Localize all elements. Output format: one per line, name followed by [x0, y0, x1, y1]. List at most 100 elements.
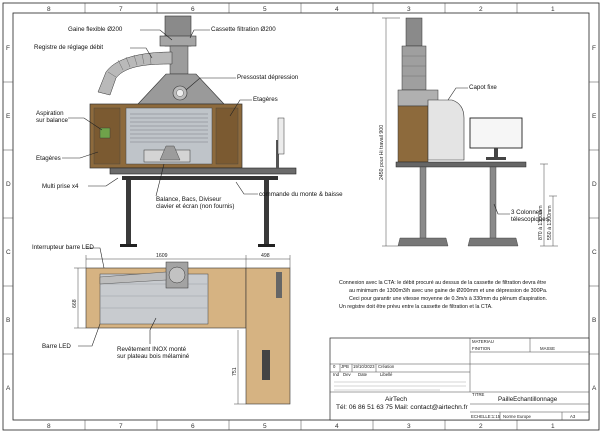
- leader-etageres-right: [229, 99, 252, 117]
- top-monitor: [276, 272, 282, 298]
- callout-etageres-right: Etagères: [253, 96, 278, 103]
- callout-colonnes-1: 3 Colonnes: [511, 209, 542, 216]
- col-marker: 5: [263, 423, 267, 430]
- row-marker: E: [6, 113, 11, 120]
- side-base-right: [467, 237, 519, 247]
- dim-751: 751: [232, 367, 238, 376]
- dim-width: 1609: [156, 253, 168, 259]
- leader-commande: [235, 181, 258, 195]
- tb-col-ind: Ind: [333, 372, 340, 377]
- column-markers-top: 8 7 6 5 4 3 2 1: [47, 3, 555, 13]
- side-capot: [427, 99, 465, 161]
- tb-materiau: MATERIAU: [472, 339, 494, 344]
- monitor-stand: [276, 140, 279, 168]
- cassette-collar: [159, 35, 197, 47]
- leg-right: [264, 180, 269, 246]
- dim-column-range-2: 550 à 1300mm: [547, 205, 553, 240]
- col-marker: 1: [551, 423, 555, 430]
- tb-rev-id: 0: [333, 364, 336, 369]
- divider: [159, 145, 181, 161]
- side-view: 2450 pour Hi travail 900 870 à 1300mm 55…: [379, 17, 558, 247]
- tb-titre-label: TITRE: [472, 392, 485, 397]
- top-view: 1609 498 668 751 Interrupteur barre LED …: [32, 244, 291, 405]
- foot-right: [258, 244, 275, 247]
- leader-balance: [155, 163, 165, 197]
- col-marker: 7: [119, 423, 123, 430]
- side-monitor-base: [486, 157, 506, 160]
- leader-multiprise: [88, 177, 119, 187]
- title-block: MATERIAU FINITION MASSE 0 JPB 19/10/2023…: [329, 337, 590, 421]
- row-marker: D: [6, 181, 11, 188]
- tb-drawing-title: PailleEchantillonnage: [498, 396, 558, 403]
- leg-left: [126, 180, 131, 246]
- row-markers: F E D C B A F E D C B A: [3, 45, 599, 392]
- tb-rev-author: JPB: [341, 364, 349, 369]
- side-cassette: [401, 45, 427, 91]
- connection-note: Connexion avec la CTA: le débit procuré …: [339, 280, 547, 310]
- dim-depth: 668: [72, 299, 78, 308]
- side-base: [397, 237, 449, 247]
- dim-column-range-1: 870 à 1300mm: [538, 205, 544, 240]
- tb-norme: Norme Europe: [503, 414, 532, 419]
- side-monitor: [469, 117, 523, 149]
- leader-interrupteur: [86, 247, 105, 269]
- tb-col-dev: Dev: [343, 372, 351, 377]
- callout-interrupteur: Interrupteur barre LED: [32, 244, 94, 251]
- worktop: [109, 167, 297, 175]
- top-keyboard: [262, 350, 270, 380]
- col-marker: 2: [479, 6, 483, 13]
- leader-aspiration: [68, 117, 103, 131]
- tb-masse: MASSE: [540, 346, 555, 351]
- col-marker: 7: [119, 6, 123, 13]
- tb-rev-label: Création: [378, 364, 395, 369]
- tb-fine-print: [334, 381, 466, 391]
- col-marker: 4: [335, 423, 339, 430]
- col-marker: 2: [479, 423, 483, 430]
- side-monitor-stand: [494, 148, 498, 158]
- callout-balance-1: Balance, Bacs, Diviseur: [156, 196, 221, 203]
- col-marker: 8: [47, 6, 51, 13]
- top-flexible-duct: [99, 271, 167, 285]
- col-marker: 8: [47, 423, 51, 430]
- row-marker: D: [592, 181, 597, 188]
- leader-colonnes: [493, 203, 510, 215]
- callout-multiprise: Multi prise x4: [42, 183, 79, 190]
- top-extension: [245, 267, 291, 405]
- row-marker: B: [592, 317, 596, 324]
- leader-cassette: [189, 29, 210, 39]
- row-marker: F: [592, 45, 596, 52]
- duct-segment: [169, 45, 189, 75]
- col-marker: 3: [407, 423, 411, 430]
- leader-pressostat: [185, 77, 236, 91]
- leader-gaine: [140, 29, 173, 41]
- row-marker: E: [592, 113, 597, 120]
- callout-capot: Capot fixe: [469, 84, 497, 91]
- callout-revetement-2: sur plateau bois mélaminé: [117, 353, 190, 360]
- callout-colonnes-2: télescopiques: [511, 216, 549, 223]
- col-marker: 5: [263, 6, 267, 13]
- leader-etageres-left: [62, 151, 99, 159]
- foot-left: [120, 244, 137, 247]
- row-marker: A: [6, 385, 11, 392]
- col-marker: 1: [551, 6, 555, 13]
- callout-revetement-1: Revêtement INOX monté: [117, 346, 187, 353]
- top-duct-circle: [168, 266, 186, 284]
- callout-balance-2: clavier et écran (non fournis): [156, 203, 234, 210]
- side-panel-right: [215, 107, 239, 165]
- monitor: [277, 117, 285, 155]
- frame-beam: [122, 176, 278, 180]
- dim-total-height: 2450 pour Hi travail 900: [379, 125, 385, 180]
- callout-barre-led: Barre LED: [42, 343, 71, 350]
- callout-aspiration-1: Aspiration: [36, 110, 64, 117]
- callout-registre: Registre de réglage débit: [34, 44, 103, 51]
- side-cabinet: [397, 105, 429, 163]
- callout-pressostat: Pressostat dépression: [237, 74, 299, 81]
- note-line: Connexion avec la CTA: le débit procuré …: [339, 280, 546, 286]
- row-marker: C: [6, 249, 11, 256]
- row-marker: C: [592, 249, 597, 256]
- dim-right: 498: [261, 253, 270, 259]
- leader-barre-led: [78, 323, 101, 347]
- tb-company: AirTech: [385, 396, 407, 403]
- tb-contact: Tél: 06 86 51 63 75 Mail: contact@airtec…: [336, 404, 468, 411]
